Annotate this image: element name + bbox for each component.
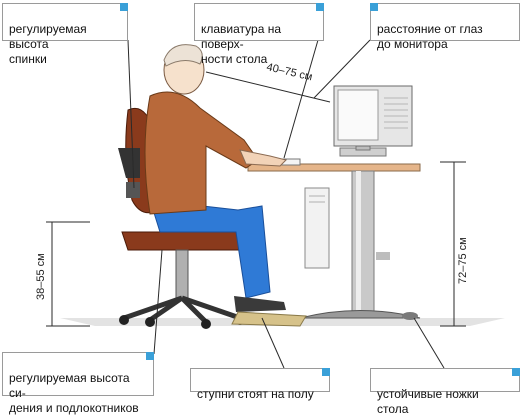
stable-desk-legs-text: устойчивые ножки стола — [377, 387, 479, 416]
eye-distance-callout: расстояние от глаз до монитора — [370, 3, 520, 51]
feet-on-floor-callout: ступни стоят на полу — [190, 368, 330, 401]
keyboard-position-callout: клавиатура на поверх- ности стола — [194, 3, 324, 66]
desk — [247, 163, 421, 320]
diagram-illustration: 40–75 см 38–55 см 72–75 см — [35, 39, 505, 369]
monitor — [333, 85, 413, 157]
eye-distance-text: расстояние от глаз до монитора — [377, 22, 483, 51]
backrest-height-text: регулируемая высота спинки — [9, 22, 87, 66]
backrest-height-callout: регулируемая высота спинки — [2, 3, 128, 66]
eye-monitor-dimension-line — [205, 71, 331, 103]
keyboard-position-text: клавиатура на поверх- ности стола — [201, 22, 282, 66]
leader-lines — [127, 39, 445, 369]
footrest — [231, 311, 307, 327]
seat-height-callout: регулируемая высота си- дения и подлокот… — [2, 352, 154, 415]
desk-height-dimension — [440, 161, 466, 327]
system-unit — [304, 187, 330, 269]
desk-height-dimension-label: 72–75 см — [457, 237, 469, 284]
feet-on-floor-text: ступни стоят на полу — [197, 387, 314, 401]
seat-height-text: регулируемая высота си- дения и подлокот… — [9, 371, 139, 415]
ergonomic-workplace-diagram: 40–75 см 38–55 см 72–75 см регулируемая … — [2, 3, 520, 416]
seat-height-dimension-label: 38–55 см — [35, 253, 47, 300]
stable-desk-legs-callout: устойчивые ножки стола — [370, 368, 520, 416]
person-figure — [144, 44, 287, 312]
seat-height-dimension — [46, 221, 90, 327]
